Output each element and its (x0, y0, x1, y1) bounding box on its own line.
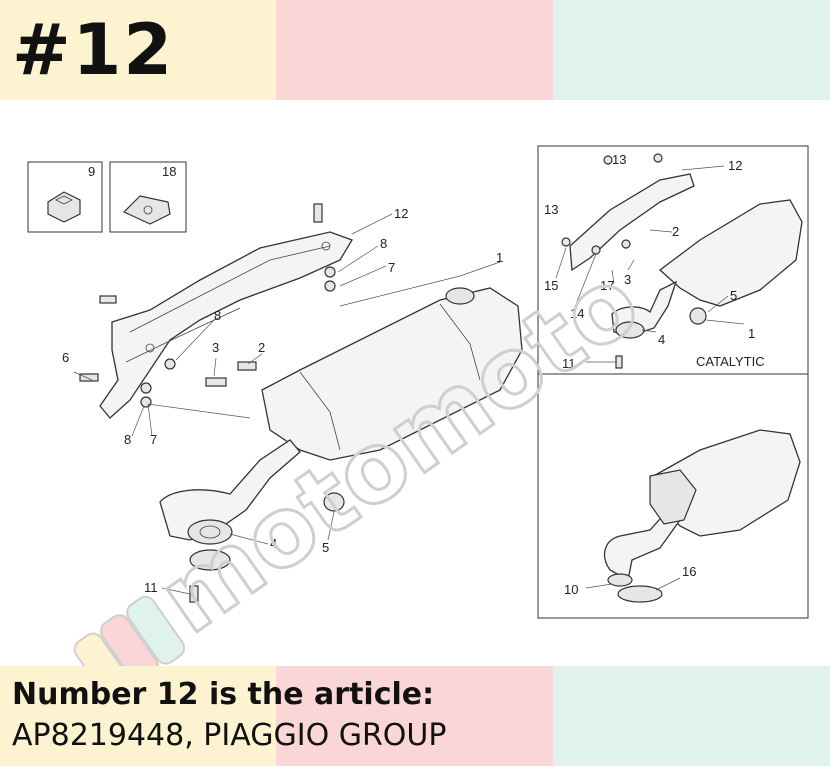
header-band (0, 0, 830, 100)
cat-label-17: 17 (600, 278, 614, 293)
caption-article-code: AP8219448, PIAGGIO GROUP (12, 718, 447, 753)
caption-article-title: Number 12 is the article: (12, 677, 435, 712)
label-1: 1 (496, 250, 503, 265)
exhaust-pipe (159, 439, 301, 571)
inset-label-9: 9 (88, 164, 95, 179)
label-8c: 8 (124, 432, 131, 447)
exploded-parts-diagram: 9 18 (27, 145, 809, 666)
label-11: 11 (144, 580, 158, 595)
label-2: 2 (258, 340, 265, 355)
inset-label-18: 18 (162, 164, 176, 179)
catalytic-caption: CATALYTIC (696, 354, 765, 369)
main-part-labels: 12 8 7 1 8 6 3 2 8 7 4 5 11 (62, 206, 503, 595)
inset-box-18: 18 (109, 161, 187, 233)
label-3: 3 (212, 340, 219, 355)
article-badge: #12 (12, 9, 175, 91)
cat-label-12: 12 (728, 158, 742, 173)
heat-shield (99, 231, 353, 419)
label-12: 12 (394, 206, 408, 221)
lower-panel: 16 10 (537, 373, 809, 619)
band-pink (276, 0, 553, 100)
label-8b: 8 (214, 308, 221, 323)
lower-label-16: 16 (682, 564, 696, 579)
band-pink (276, 666, 553, 766)
lower-label-10: 10 (564, 582, 578, 597)
cat-label-1: 1 (748, 326, 755, 341)
band-yellow (0, 666, 276, 766)
label-6: 6 (62, 350, 69, 365)
cat-label-4: 4 (658, 332, 665, 347)
leader-lines (73, 213, 501, 595)
label-8: 8 (380, 236, 387, 251)
cat-label-13b: 13 (544, 202, 558, 217)
cat-label-14: 14 (570, 306, 584, 321)
catalytic-panel: 13 12 13 2 15 14 17 3 5 4 1 11 CATALYTIC (537, 145, 809, 375)
cat-label-2: 2 (672, 224, 679, 239)
cat-label-15: 15 (544, 278, 558, 293)
cat-label-5: 5 (730, 288, 737, 303)
cat-label-3: 3 (624, 272, 631, 287)
band-mint (553, 666, 830, 766)
band-yellow (0, 0, 276, 100)
label-4: 4 (270, 536, 277, 551)
label-7: 7 (388, 260, 395, 275)
band-mint (553, 0, 830, 100)
hardware (79, 203, 345, 603)
cat-label-11: 11 (562, 356, 576, 371)
inset-box-9: 9 (27, 161, 103, 233)
cat-label-13: 13 (612, 152, 626, 167)
label-7b: 7 (150, 432, 157, 447)
footer-band (0, 666, 830, 766)
label-5: 5 (322, 540, 329, 555)
